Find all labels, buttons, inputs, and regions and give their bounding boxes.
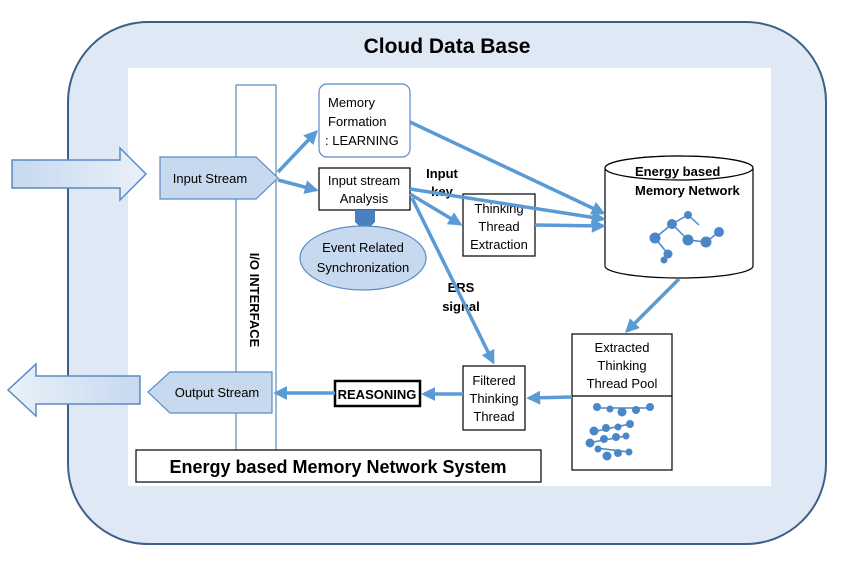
input-stream-label: Input Stream [173, 171, 247, 186]
input-analysis-line-2: Analysis [340, 191, 389, 206]
external-input-arrow [11, 146, 148, 202]
arrow-input-to-memory [276, 129, 318, 174]
arrow-pool-to-filtered [526, 390, 573, 405]
memory-formation-line-3: : LEARNING [325, 133, 399, 148]
io-interface-label: I/O INTERFACE [247, 253, 262, 348]
memory-network-line-1: Energy based [635, 164, 720, 179]
thread-pool-line-2: Thinking [597, 358, 646, 373]
arrow-analysis-to-filtered [410, 197, 495, 365]
thread-pool-graph [585, 403, 654, 461]
arrow-extraction-to-network [534, 218, 606, 233]
filtered-thread-line-2: Thinking [469, 391, 518, 406]
arrow-network-to-pool [625, 277, 681, 333]
memory-formation-line-1: Memory [328, 95, 375, 110]
input-analysis-box [318, 167, 411, 211]
input-stream-shape [159, 156, 279, 200]
memory-network-graph [649, 211, 724, 264]
external-output-arrow [6, 362, 141, 418]
ers-signal-line-2: signal [442, 299, 480, 314]
memory-formation-box [318, 83, 411, 158]
thread-pool-box [571, 333, 673, 471]
memory-network-line-2: Memory Network [635, 183, 741, 198]
thinking-extraction-line-2: Thread [478, 219, 519, 234]
arrow-analysis-to-network [409, 187, 606, 225]
output-stream-shape [147, 371, 273, 414]
event-related-line-2: Synchronization [317, 260, 410, 275]
thread-pool-line-1: Extracted [595, 340, 650, 355]
filtered-thread-line-3: Thread [473, 409, 514, 424]
reasoning-label: REASONING [338, 387, 417, 402]
arrow-input-to-analysis [277, 178, 319, 194]
filtered-thread-box [462, 365, 526, 431]
arrow-analysis-to-extraction [409, 192, 463, 226]
memory-network-cylinder-top [604, 155, 754, 181]
cloud-title: Cloud Data Base [364, 35, 531, 58]
reasoning-box [333, 379, 422, 408]
arrow-memory-to-network [409, 120, 606, 215]
thinking-extraction-line-3: Extraction [470, 237, 528, 252]
system-label-box [135, 449, 542, 483]
memory-formation-line-2: Formation [328, 114, 387, 129]
event-related-ellipse [299, 225, 427, 291]
system-label: Energy based Memory Network System [169, 457, 506, 477]
input-analysis-line-1: Input stream [328, 173, 400, 188]
input-key-line-1: Input [426, 166, 458, 181]
output-stream-label: Output Stream [175, 385, 260, 400]
flow-arrows [273, 120, 681, 405]
filtered-thread-line-1: Filtered [472, 373, 515, 388]
event-related-line-1: Event Related [322, 240, 404, 255]
thread-pool-line-3: Thread Pool [587, 376, 658, 391]
